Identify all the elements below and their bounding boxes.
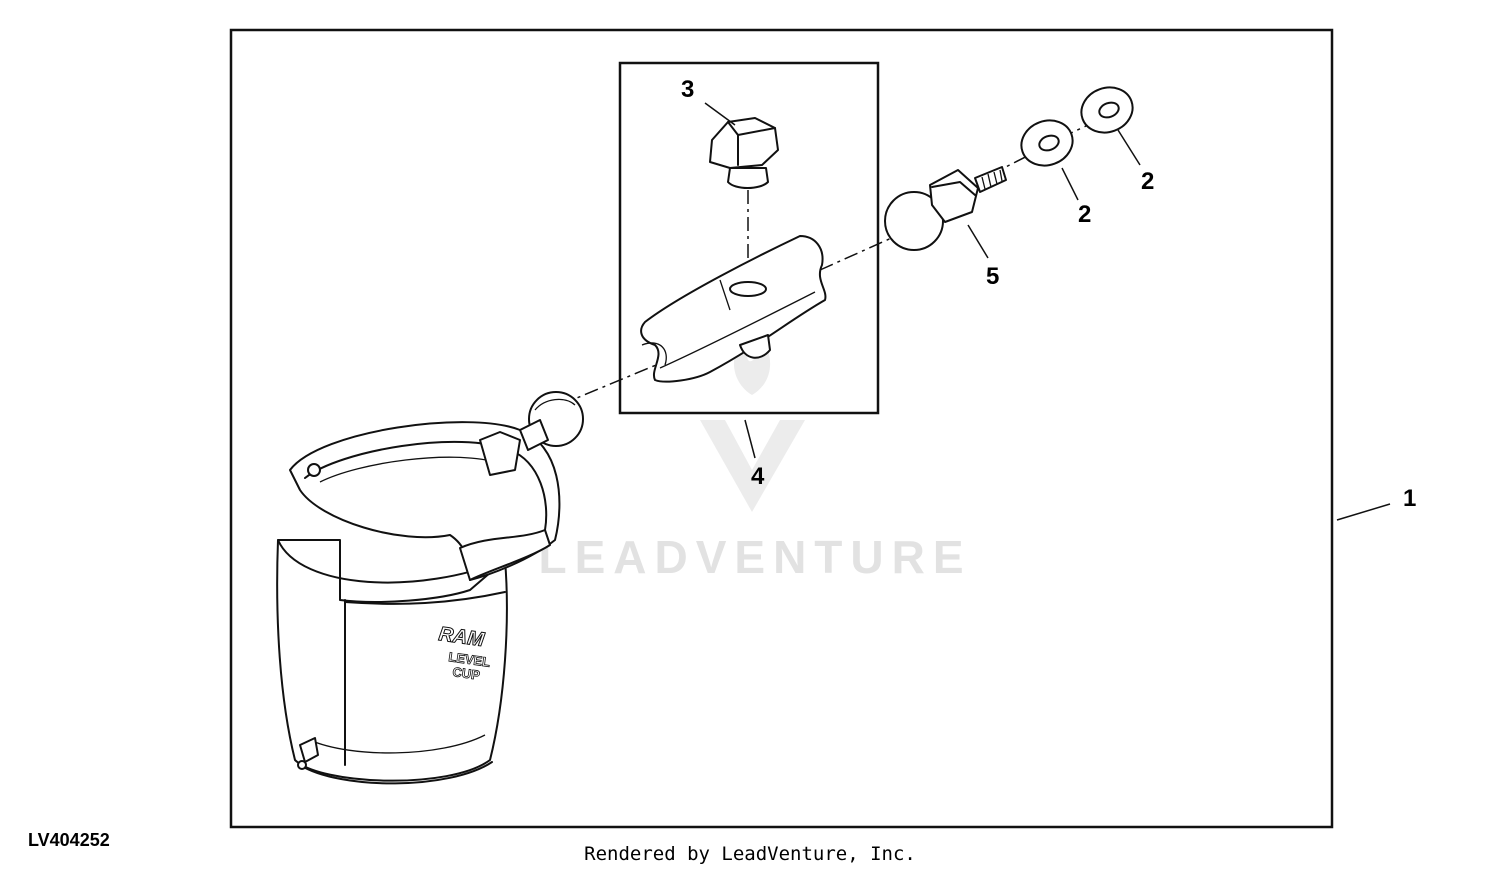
- cup-text-level: LEVEL: [448, 649, 492, 670]
- callout-2-inner: 2: [1078, 201, 1091, 228]
- knob-part: [709, 117, 779, 189]
- callout-5: 5: [986, 263, 999, 290]
- watermark: LEADVENTURE: [538, 335, 971, 583]
- cup-text-cup: CUP: [452, 664, 482, 683]
- washer-inner-part: [1020, 119, 1074, 167]
- render-credit: Rendered by LeadVenture, Inc.: [584, 843, 916, 865]
- ball-stud-part: [884, 166, 1007, 251]
- diagram-id-label: LV404252: [28, 830, 110, 850]
- arm-part: [640, 235, 827, 383]
- watermark-text: LEADVENTURE: [538, 531, 971, 583]
- callout-3: 3: [681, 76, 694, 103]
- cup-holder: RAM LEVEL CUP: [276, 391, 584, 785]
- callout-1: 1: [1403, 485, 1416, 512]
- washer-outer-part: [1080, 86, 1134, 134]
- callout-2-outer: 2: [1141, 168, 1154, 195]
- assembly-frame: [229, 28, 1334, 829]
- leader-lines: [704, 102, 1391, 521]
- arm-subassembly-box: [618, 61, 880, 415]
- callout-4: 4: [751, 463, 765, 490]
